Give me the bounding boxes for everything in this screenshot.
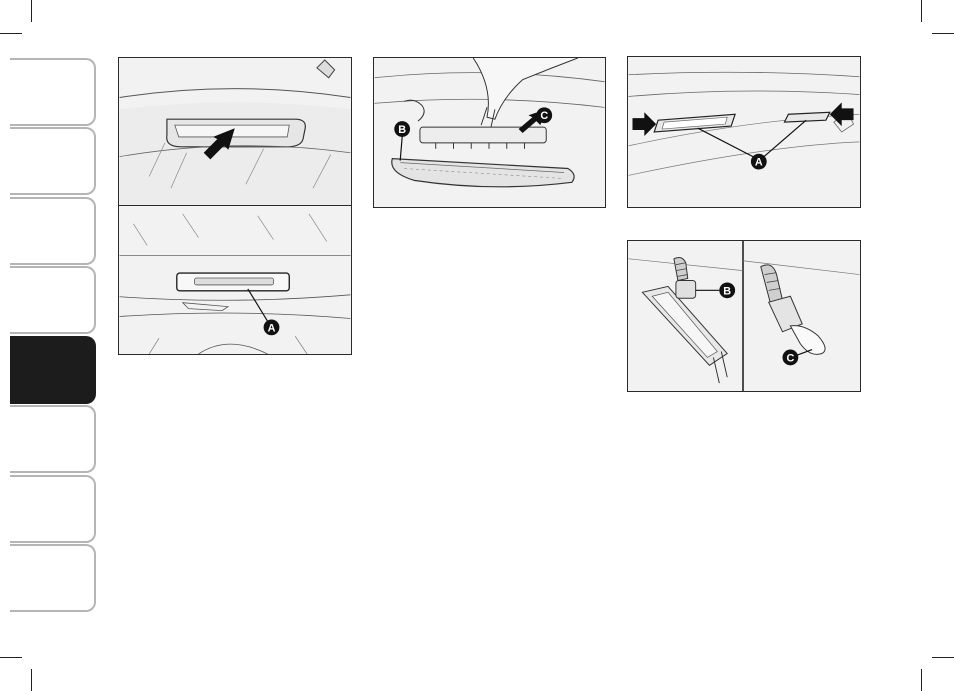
figure-light-unit-disassembly: C B (373, 57, 606, 208)
figure-plate-light-tabs: A (627, 56, 861, 208)
figure-plate-light-tabs-drawing: A (628, 57, 860, 207)
callout-a-label: A (268, 322, 276, 334)
crop-mark-tl-v (31, 0, 32, 22)
figure-brake-light-inside: A (118, 205, 352, 355)
callout-c-label-bulb: C (786, 352, 794, 364)
figure-light-unit-disassembly-drawing: C B (374, 58, 605, 207)
callout-b-label-bulb: B (723, 285, 731, 297)
crop-mark-br-h (932, 657, 954, 658)
crop-mark-tl-h (0, 33, 22, 34)
figure-bulb-replacement: B C (627, 240, 861, 392)
sidebar-tab-8[interactable] (10, 544, 96, 612)
sidebar-tab-2[interactable] (10, 127, 96, 195)
sidebar-tab-6[interactable] (10, 405, 96, 473)
figure-brake-light-removal-drawing (119, 58, 351, 205)
figure-bulb-replacement-drawing: B C (628, 241, 860, 391)
crop-mark-tr-v (921, 0, 922, 22)
crop-mark-bl-v (31, 669, 32, 691)
sidebar-tab-7[interactable] (10, 475, 96, 543)
callout-a-label-plate: A (755, 157, 763, 169)
crop-mark-br-v (921, 669, 922, 691)
figure-brake-light-inside-drawing: A (119, 206, 351, 354)
callout-b-label: B (398, 124, 406, 136)
sidebar-tab-3[interactable] (10, 197, 96, 265)
callout-c-label: C (540, 110, 548, 122)
figure-brake-light-removal (118, 57, 352, 206)
sidebar-tab-5-active[interactable] (10, 336, 96, 404)
crop-mark-bl-h (0, 657, 22, 658)
sidebar-tab-4[interactable] (10, 266, 96, 334)
sidebar-tab-1[interactable] (10, 58, 96, 126)
crop-mark-tr-h (932, 33, 954, 34)
